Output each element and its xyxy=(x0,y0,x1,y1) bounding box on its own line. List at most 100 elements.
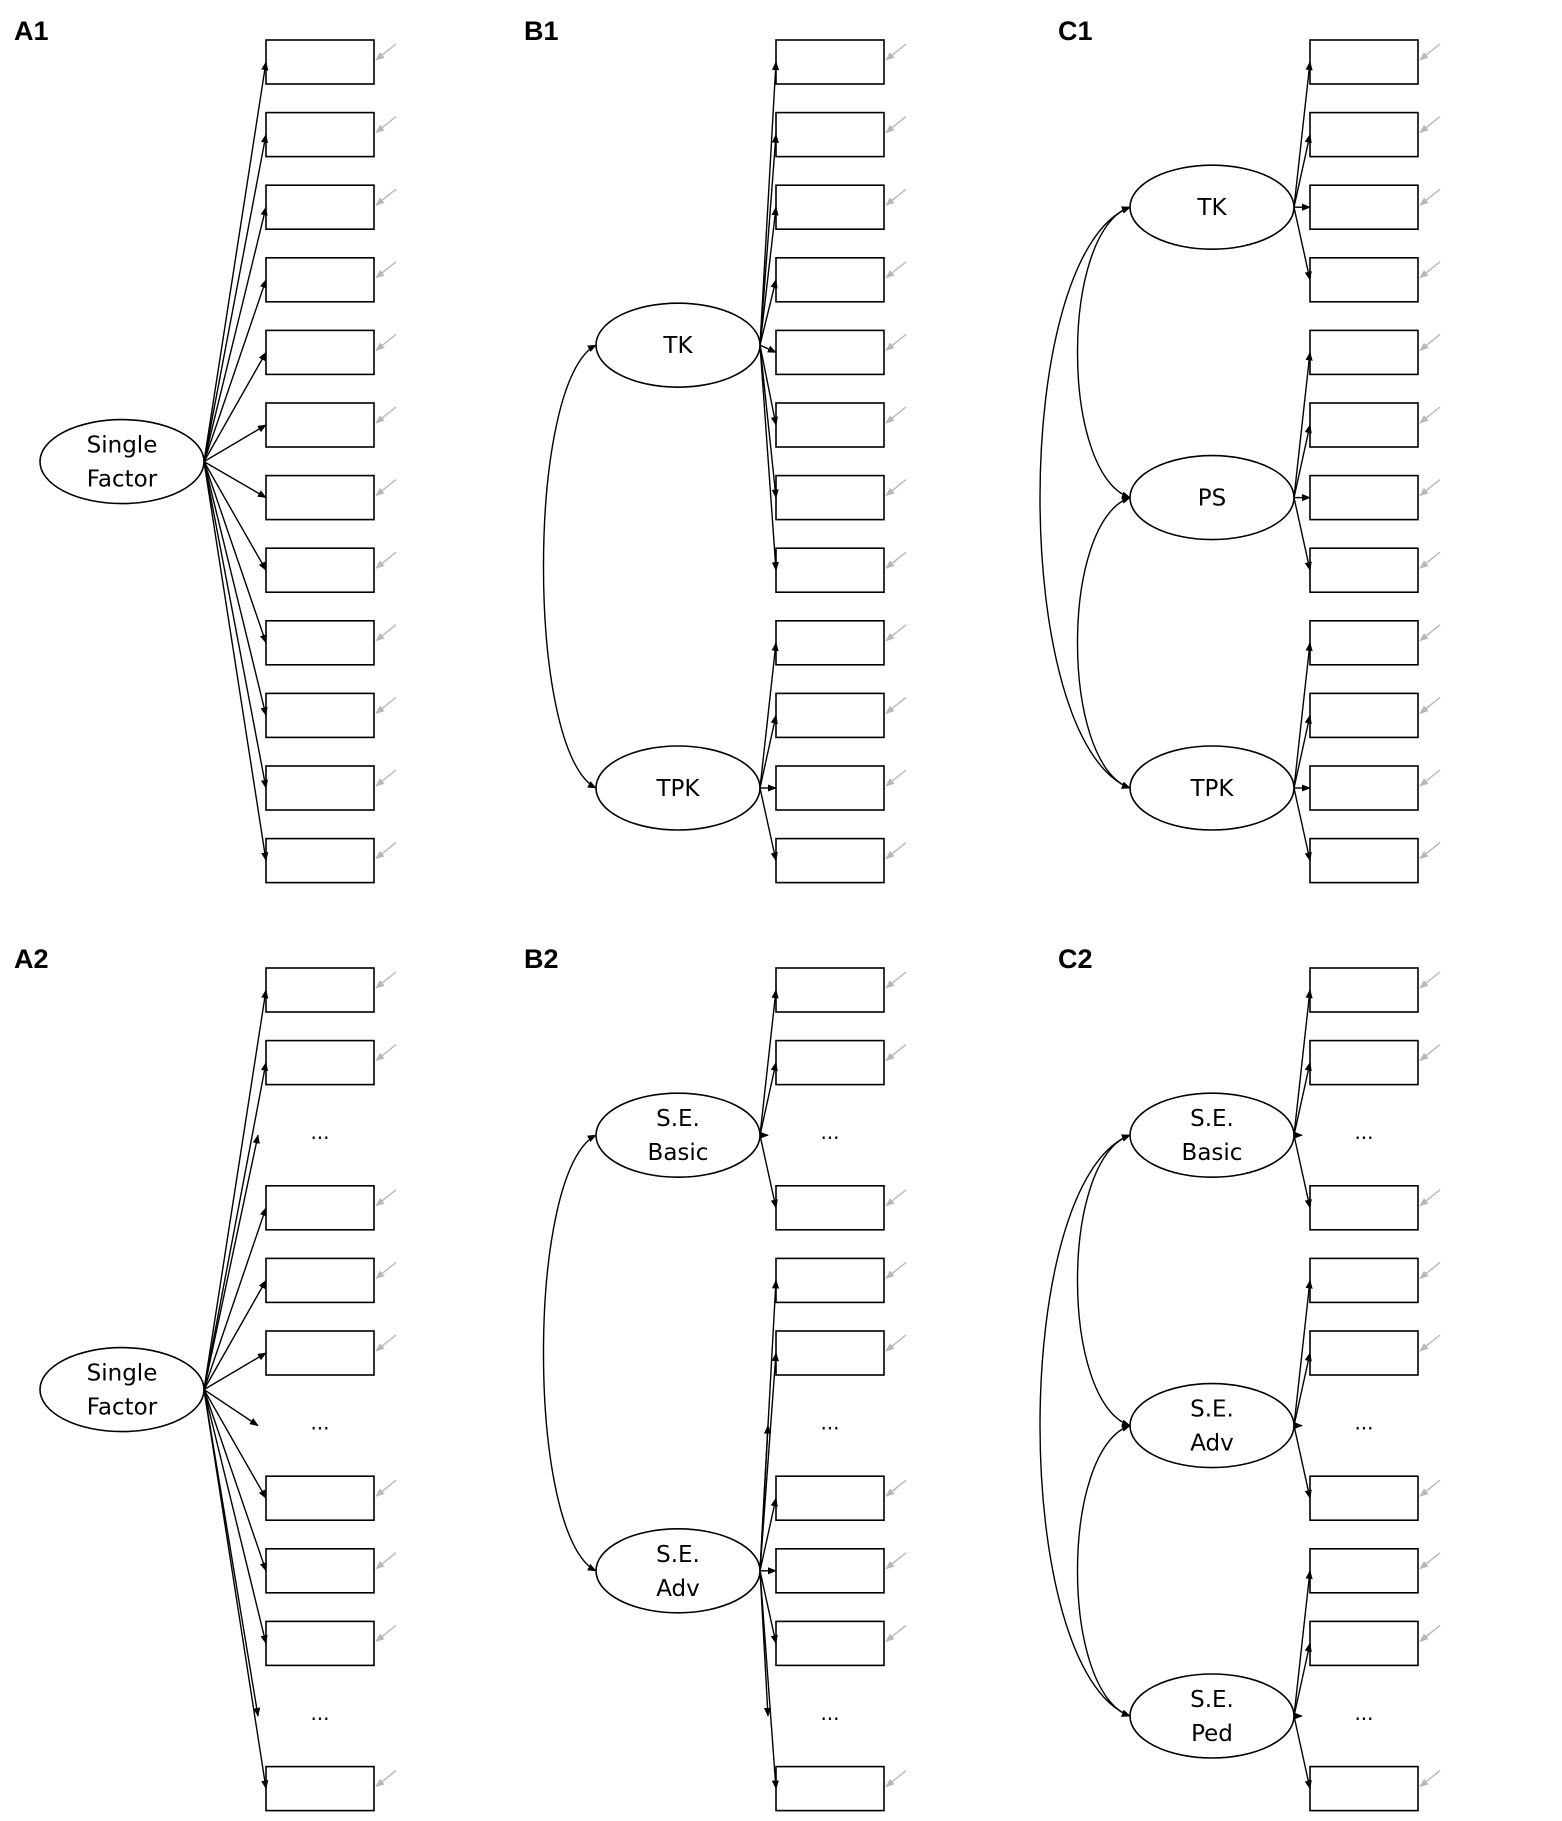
factor-loading-arrow xyxy=(1293,351,1313,498)
factor-loading-arrow xyxy=(1293,133,1312,208)
indicator-box xyxy=(1309,39,1419,85)
covariance-arrow xyxy=(542,1134,597,1572)
latent-factor-label: Factor xyxy=(87,1395,158,1421)
error-term-arrow xyxy=(1419,624,1441,642)
error-term-arrow xyxy=(885,842,907,860)
factor-loading-arrow xyxy=(1293,787,1312,862)
error-term-arrow xyxy=(1419,1261,1441,1279)
error-term-arrow xyxy=(1419,1624,1441,1642)
error-term-arrow xyxy=(885,551,907,569)
latent-factor xyxy=(1129,454,1295,541)
indicator-box xyxy=(775,1039,885,1086)
error-term-arrow xyxy=(1419,116,1441,134)
indicator-box xyxy=(265,547,375,594)
indicator-box xyxy=(1309,1039,1419,1086)
indicator-box xyxy=(1309,547,1419,594)
error-term-arrow xyxy=(885,1044,907,1062)
indicator-box xyxy=(775,1548,885,1594)
latent-factor-label: S.E. xyxy=(1190,1397,1234,1423)
factor-loading-arrow xyxy=(203,206,268,462)
covariance-arrow xyxy=(1076,496,1131,789)
indicator-box xyxy=(775,692,885,739)
latent-factor-label: Adv xyxy=(1190,1431,1234,1457)
latent-factor-label: Single xyxy=(87,433,158,459)
error-term-arrow xyxy=(885,624,907,642)
error-term-arrow xyxy=(885,1552,907,1570)
factor-loading-arrow xyxy=(759,787,778,862)
error-term-arrow xyxy=(375,551,397,569)
indicator-box xyxy=(265,1039,375,1086)
error-term-arrow xyxy=(375,479,397,497)
panel-label: C1 xyxy=(1058,16,1093,46)
factor-loading-arrow xyxy=(1293,714,1312,789)
panel-label: A1 xyxy=(14,16,49,46)
ellipsis-item: ... xyxy=(1354,1120,1373,1144)
error-term-arrow xyxy=(1419,1189,1441,1207)
indicator-box xyxy=(1309,329,1419,376)
error-term-arrow xyxy=(375,696,397,714)
latent-factor xyxy=(39,418,205,505)
panel-label: B1 xyxy=(524,16,559,46)
latent-factor-label: TK xyxy=(662,333,693,359)
latent-factor xyxy=(39,1346,205,1433)
indicator-box xyxy=(265,1548,375,1594)
latent-factor-label: Ped xyxy=(1191,1721,1233,1747)
indicator-box xyxy=(775,1475,885,1521)
factor-loading-arrow xyxy=(759,278,778,346)
latent-factor-label: TPK xyxy=(655,776,700,802)
indicator-box xyxy=(265,837,375,884)
latent-factor xyxy=(1129,1382,1295,1469)
factor-loading-arrow xyxy=(203,424,267,463)
error-term-arrow xyxy=(1419,261,1441,279)
factor-loading-arrow xyxy=(759,61,780,346)
ellipsis-item: ... xyxy=(1354,1701,1373,1725)
factor-loading-arrow xyxy=(203,1134,260,1390)
error-term-arrow xyxy=(1419,333,1441,351)
panel-label: A2 xyxy=(14,944,49,974)
error-term-arrow xyxy=(375,1624,397,1642)
latent-factor-label: TK xyxy=(1196,195,1227,221)
indicator-box xyxy=(775,1620,885,1667)
indicator-box xyxy=(775,184,885,230)
error-term-arrow xyxy=(1419,696,1441,714)
indicator-box xyxy=(265,1330,375,1376)
error-term-arrow xyxy=(375,1044,397,1062)
error-term-arrow xyxy=(1419,188,1441,206)
indicator-box xyxy=(775,256,885,303)
indicator-box xyxy=(1309,1620,1419,1667)
factor-loading-arrow xyxy=(203,461,269,862)
covariance-arrow xyxy=(542,344,597,789)
indicator-box xyxy=(1309,692,1419,739)
latent-factor-label: Factor xyxy=(87,467,158,493)
error-term-arrow xyxy=(375,624,397,642)
indicator-box xyxy=(775,474,885,521)
error-term-arrow xyxy=(885,696,907,714)
error-term-arrow xyxy=(1419,1044,1441,1062)
covariance-arrow xyxy=(1076,1134,1131,1427)
latent-factor-label: Single xyxy=(87,1361,158,1387)
error-term-arrow xyxy=(375,1189,397,1207)
indicator-box xyxy=(1309,1548,1419,1594)
error-term-arrow xyxy=(885,116,907,134)
factor-loading-arrow xyxy=(203,1389,259,1427)
latent-factor xyxy=(1129,1673,1295,1759)
error-term-arrow xyxy=(375,971,397,989)
indicator-box xyxy=(265,474,375,521)
factor-loading-arrow xyxy=(759,714,778,789)
error-term-arrow xyxy=(1419,1552,1441,1570)
factor-loading-arrow xyxy=(203,461,267,571)
error-term-arrow xyxy=(885,971,907,989)
ellipsis-item: ... xyxy=(1354,1411,1373,1435)
factor-loading-arrow xyxy=(203,351,267,462)
factor-loading-arrow xyxy=(759,345,779,499)
factor-loading-arrow xyxy=(203,1061,269,1390)
ellipsis-item: ... xyxy=(310,1120,329,1144)
factor-loading-arrow xyxy=(759,345,780,572)
covariance-arrow xyxy=(1039,1134,1131,1717)
covariance-arrow xyxy=(1076,206,1131,499)
indicator-box xyxy=(1309,1475,1419,1521)
factor-loading-arrow xyxy=(1293,1279,1313,1426)
factor-loading-arrow xyxy=(759,1135,778,1209)
